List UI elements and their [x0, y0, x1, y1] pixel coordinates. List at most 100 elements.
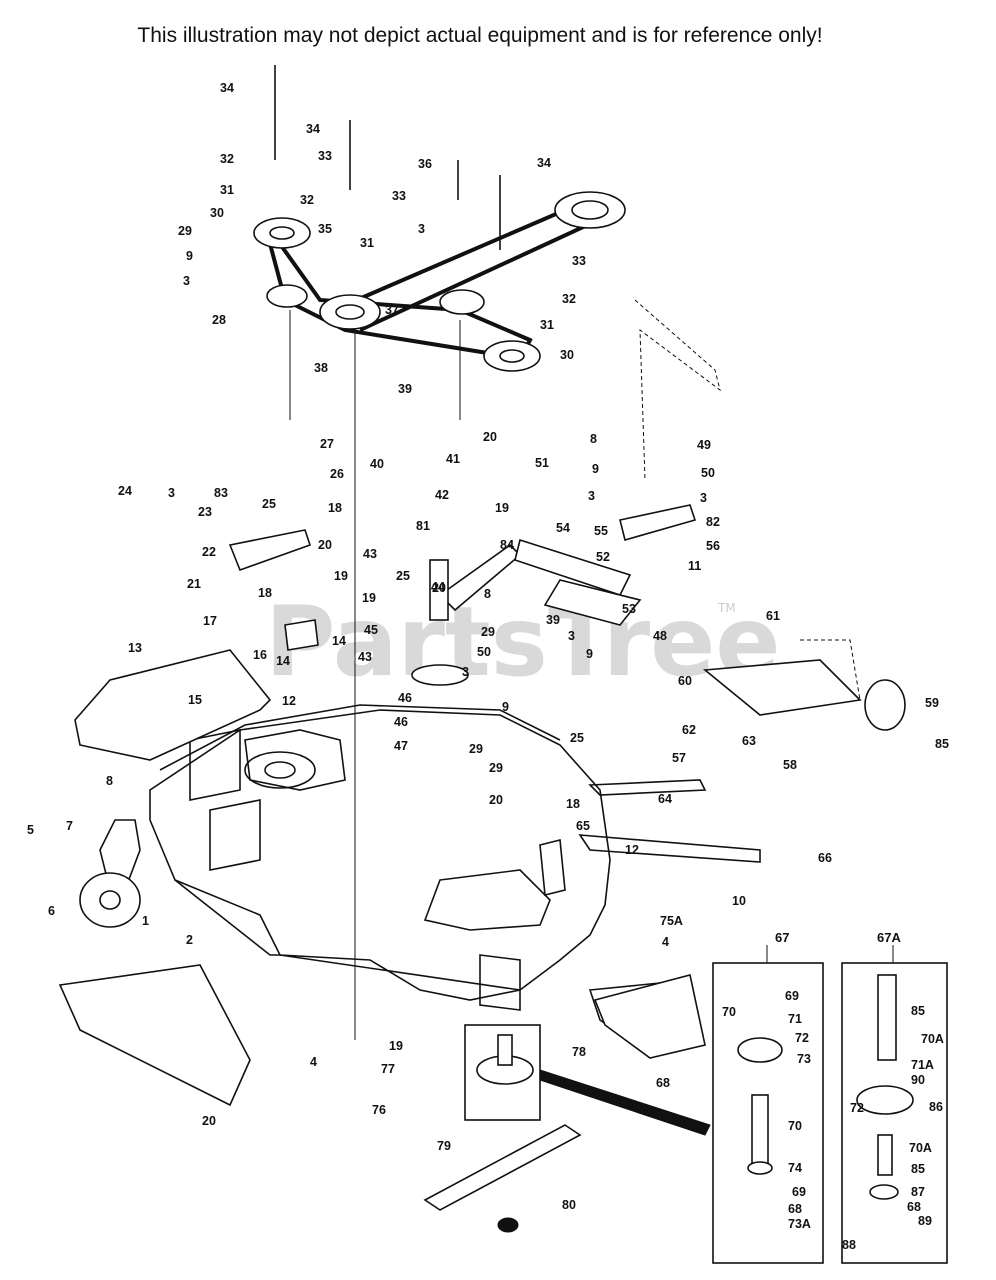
part-label: 47: [394, 739, 408, 753]
part-label: 3: [168, 486, 175, 500]
part-label: 79: [437, 1139, 451, 1153]
part-label: 33: [572, 254, 586, 268]
part-label: 6: [48, 904, 55, 918]
part-label: 42: [435, 488, 449, 502]
part-label: 3: [700, 491, 707, 505]
part-label: 4: [310, 1055, 317, 1069]
part-label: 70A: [909, 1141, 932, 1155]
part-label: 19: [389, 1039, 403, 1053]
part-label: 34: [537, 156, 551, 170]
part-label: 71: [788, 1012, 802, 1026]
part-label: 54: [556, 521, 570, 535]
part-label: 1: [142, 914, 149, 928]
part-label: 48: [653, 629, 667, 643]
part-label: 81: [416, 519, 430, 533]
part-label: 32: [562, 292, 576, 306]
part-label: 33: [392, 189, 406, 203]
part-label: 18: [258, 586, 272, 600]
part-label: 45: [364, 623, 378, 637]
part-label: 15: [188, 693, 202, 707]
part-label: 9: [186, 249, 193, 263]
part-label: 9: [502, 700, 509, 714]
part-label: 23: [198, 505, 212, 519]
part-label: 39: [546, 613, 560, 627]
part-label: 41: [446, 452, 460, 466]
part-label: 75: [500, 1219, 514, 1233]
part-label: 85: [935, 737, 949, 751]
part-label: 19: [495, 501, 509, 515]
part-label: 29: [178, 224, 192, 238]
part-label: 9: [592, 462, 599, 476]
part-label: 24: [118, 484, 132, 498]
part-label: 76: [372, 1103, 386, 1117]
part-label: 55: [594, 524, 608, 538]
part-label: 20: [318, 538, 332, 552]
part-label: 37: [385, 303, 399, 317]
part-label: 31: [540, 318, 554, 332]
part-label: 39: [398, 382, 412, 396]
watermark-text: PartsTree: [265, 586, 780, 698]
part-label: 20: [483, 430, 497, 444]
part-label: 25: [262, 497, 276, 511]
part-label: 28: [212, 313, 226, 327]
part-label: 31: [360, 236, 374, 250]
part-label: 49: [697, 438, 711, 452]
part-label: 30: [210, 206, 224, 220]
part-label: 78: [572, 1045, 586, 1059]
part-label: 8: [484, 587, 491, 601]
part-label: 74: [788, 1161, 802, 1175]
part-label: 59: [925, 696, 939, 710]
part-label: 89: [918, 1214, 932, 1228]
part-label: 17: [203, 614, 217, 628]
part-label: 70A: [921, 1032, 944, 1046]
part-label: 88: [842, 1238, 856, 1252]
spindle-blade-assembly: [423, 1024, 711, 1233]
rear-baffle: [593, 974, 706, 1059]
part-label: 40: [370, 457, 384, 471]
part-label: 60: [678, 674, 692, 688]
detail-box-67-title: 67: [775, 930, 789, 945]
part-label: 72: [850, 1101, 864, 1115]
part-label: 19: [334, 569, 348, 583]
part-label: 3: [588, 489, 595, 503]
part-label: 58: [783, 758, 797, 772]
part-label: 50: [701, 466, 715, 480]
part-label: 71A: [911, 1058, 934, 1072]
watermark-trademark: TM: [717, 601, 736, 615]
part-label: 38: [314, 361, 328, 375]
detail-box-67: [712, 945, 824, 1264]
belt-drive-system: [253, 65, 626, 1040]
part-label: 12: [625, 843, 639, 857]
part-label: 46: [398, 691, 412, 705]
part-label: 3: [183, 274, 190, 288]
part-label: 7: [66, 819, 73, 833]
detail-box-67a-title: 67A: [877, 930, 901, 945]
part-label: 83: [214, 486, 228, 500]
part-label: 56: [706, 539, 720, 553]
part-label: 30: [560, 348, 574, 362]
part-label: 65: [576, 819, 590, 833]
part-label: 87: [911, 1185, 925, 1199]
part-label: 32: [300, 193, 314, 207]
part-label: 70: [788, 1119, 802, 1133]
part-label: 8: [590, 432, 597, 446]
part-label: 35: [318, 222, 332, 236]
part-label: 29: [481, 625, 495, 639]
part-label: 33: [318, 149, 332, 163]
part-label: 73A: [788, 1217, 811, 1231]
part-label: 29: [489, 761, 503, 775]
part-label: 13: [128, 641, 142, 655]
part-label: 75A: [660, 914, 683, 928]
part-label: 26: [330, 467, 344, 481]
part-label: 86: [929, 1100, 943, 1114]
part-label: 68: [907, 1200, 921, 1214]
part-label: 53: [622, 602, 636, 616]
part-label: 20: [489, 793, 503, 807]
part-label: 9: [586, 647, 593, 661]
idler-brackets: [228, 504, 697, 686]
disclaimer-text: This illustration may not depict actual …: [137, 24, 823, 47]
part-label: 70: [722, 1005, 736, 1019]
part-label: 44: [431, 580, 445, 594]
part-label: 19: [362, 591, 376, 605]
